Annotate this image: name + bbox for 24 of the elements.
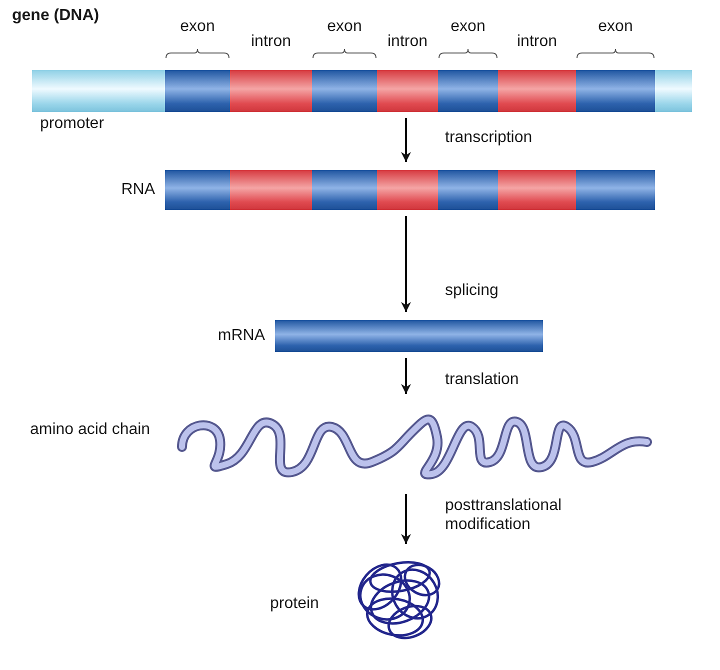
segment-label: exon: [326, 17, 363, 36]
gene-strand-bar: [32, 70, 692, 112]
node-label: amino acid chain: [30, 420, 152, 439]
edge-label: posttranslational modification: [445, 496, 563, 534]
node-label: protein: [270, 594, 320, 613]
arrow: [401, 358, 411, 394]
arrow: [401, 216, 411, 312]
segment-label: exon: [450, 17, 486, 36]
segment-label: exon: [179, 17, 216, 36]
edge-label: splicing: [445, 281, 500, 300]
node-label: RNA: [120, 180, 155, 199]
edge-label: translation: [445, 370, 520, 389]
arrow: [401, 494, 411, 544]
gene-strand-bar: [275, 320, 543, 352]
arrow: [401, 118, 411, 162]
segment-label: intron: [516, 32, 558, 51]
gene-strand-bar: [165, 170, 655, 210]
segment-label: intron: [250, 32, 292, 51]
segment-label: intron: [386, 32, 429, 51]
region-label: promoter: [40, 114, 106, 133]
node-label: gene (DNA): [12, 6, 100, 25]
segment-label: exon: [597, 17, 634, 36]
edge-label: transcription: [445, 128, 534, 147]
node-label: mRNA: [216, 326, 265, 345]
